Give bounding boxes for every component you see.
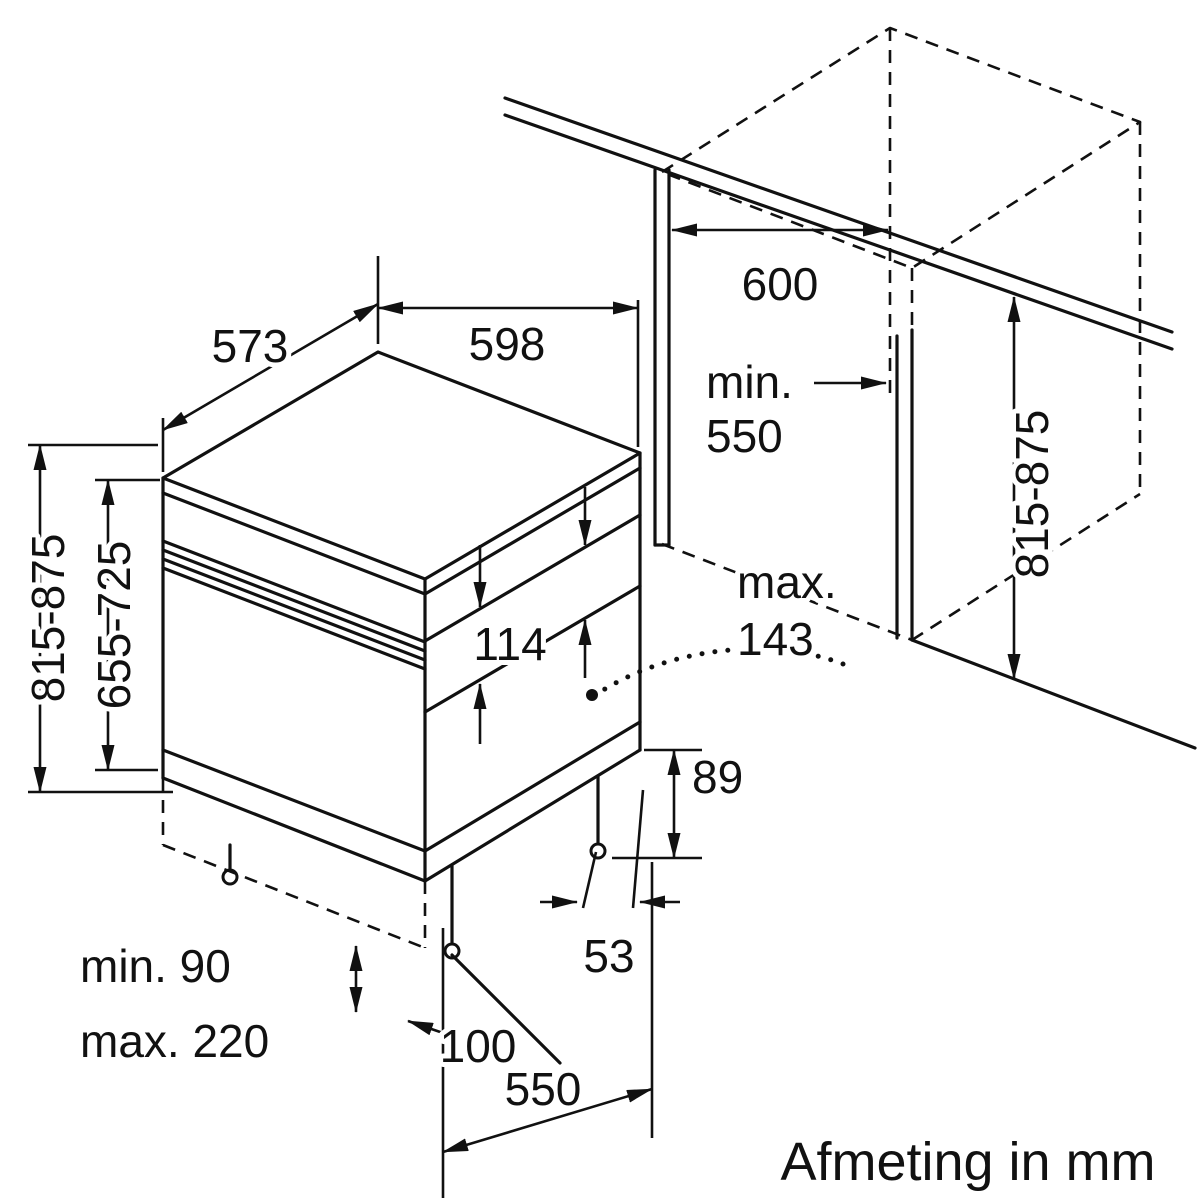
niche-top-face	[660, 26, 1142, 270]
appliance-front-bottom-edge	[161, 776, 427, 883]
appliance-drawing	[161, 350, 642, 1065]
label-niche-min-word: min.	[706, 356, 793, 408]
adjustable-foot	[589, 842, 607, 860]
control-panel-line	[161, 539, 427, 644]
label-floor-550: 550	[505, 1063, 582, 1115]
niche-bottom-front-edge	[661, 542, 913, 642]
niche-dashed-outline	[660, 26, 1142, 642]
dimension-573	[162, 302, 379, 432]
dimension-labels: 573 598 600 min. 550 815-875 815-875 655…	[17, 253, 1161, 1197]
control-panel-line	[161, 548, 427, 653]
appliance-top-face	[161, 350, 642, 581]
leader-end-dot	[586, 689, 598, 701]
label-depth-573: 573	[212, 320, 289, 372]
niche-bottom-right-edge	[911, 492, 1141, 642]
niche-drawing	[503, 96, 1197, 750]
label-total-height: 815-875	[22, 534, 74, 703]
label-width-598: 598	[469, 318, 546, 370]
control-panel-line	[161, 566, 427, 671]
label-niche-height: 815-875	[1006, 410, 1058, 579]
side-panel-line-upper	[423, 513, 642, 643]
label-door-max-word: max.	[737, 556, 837, 608]
foot-extension-line	[450, 953, 562, 1065]
worktop-line-upper	[503, 96, 1174, 334]
label-niche-600: 600	[742, 258, 819, 310]
door-bottom-line	[161, 748, 427, 853]
label-niche-min-550: 550	[706, 410, 783, 462]
worktop-line-lower	[503, 113, 1174, 351]
dotted-leader-line	[597, 646, 846, 695]
floor-line	[910, 638, 1197, 750]
extension-line	[581, 851, 598, 909]
label-base-89: 89	[692, 751, 743, 803]
appliance-base-line	[423, 720, 642, 853]
dimension-100-arrow	[407, 1019, 447, 1036]
label-door-max-143: 143	[737, 613, 814, 665]
dimension-550	[442, 1087, 653, 1154]
diagram-caption: Afmeting in mm	[780, 1132, 1155, 1192]
adjustable-foot	[443, 942, 461, 960]
worktop-front-edge	[161, 466, 642, 596]
plinth-bottom-edge	[162, 843, 426, 950]
label-offset-53: 53	[583, 930, 634, 982]
plinth-dashed-outline	[161, 778, 427, 950]
label-plinth-min: min. 90	[80, 940, 231, 992]
label-body-height: 655-725	[88, 541, 140, 710]
side-panel-line-lower	[423, 584, 642, 714]
label-plinth-max: max. 220	[80, 1015, 269, 1067]
leader-max-143	[586, 646, 846, 701]
control-panel-line	[161, 557, 427, 662]
dimension-lines	[28, 223, 1021, 1198]
extension-line	[631, 789, 645, 909]
appliance-side-bottom-edge	[423, 748, 642, 883]
label-panel-114: 114	[473, 618, 546, 670]
label-foot-100: 100	[440, 1020, 517, 1072]
